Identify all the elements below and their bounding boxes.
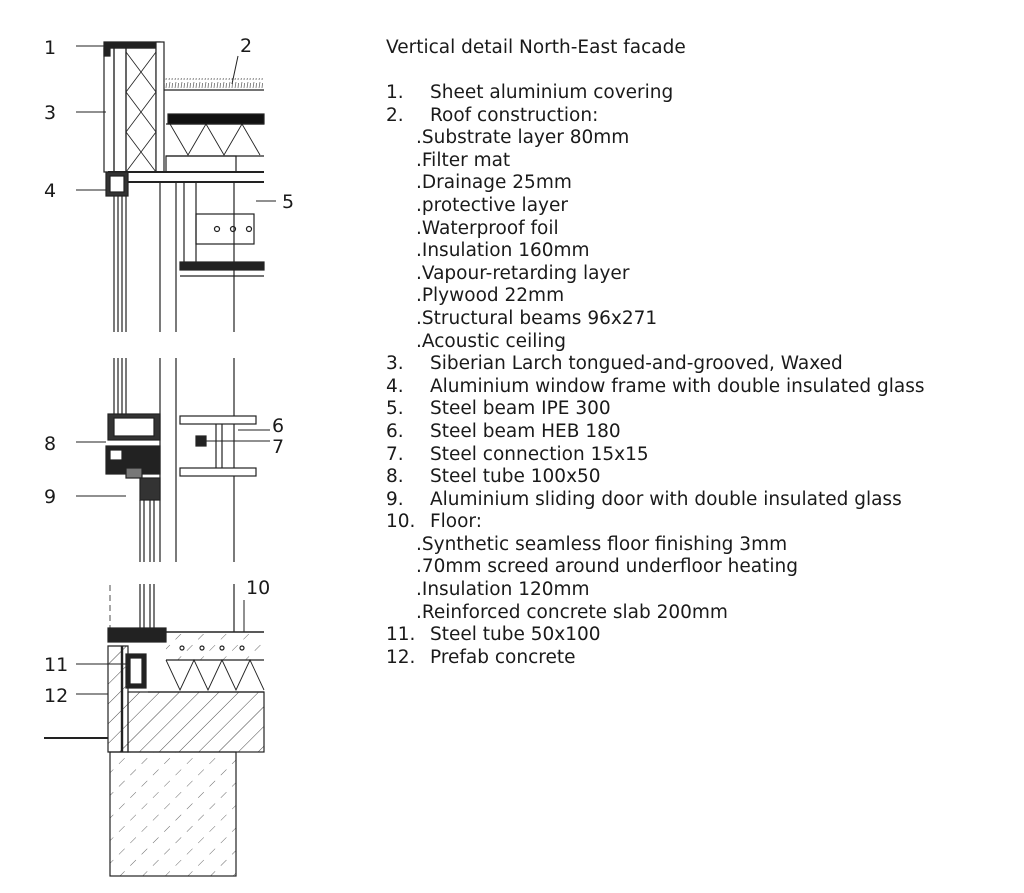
legend-number: 5. [386,398,404,420]
legend-number: 2. [386,104,404,126]
legend-subitem: .protective layer [416,194,568,216]
legend-number: 6. [386,420,404,442]
legend-subitem: .Vapour-retarding layer [416,262,630,284]
callout-2: 2 [240,35,252,57]
legend-subitem: .Drainage 25mm [416,172,572,194]
legend-number: 7. [386,443,404,465]
legend-subitem: .Filter mat [416,149,511,171]
legend-number: 1. [386,82,404,103]
callout-6: 6 [272,415,284,437]
callouts [76,45,276,695]
legend-subitem: .Insulation 160mm [416,240,590,262]
legend-item: 7. Steel connection 15x15 [386,444,1022,467]
legend-subitem: .Acoustic ceiling [416,330,566,352]
legend-item: 9. Aluminium sliding door with double ins… [386,489,1022,512]
legend-subitem: .Reinforced concrete slab 200mm [416,601,728,623]
legend-item: 6. Steel beam HEB 180 [386,421,1022,444]
callout-5: 5 [282,191,294,213]
legend-text: Prefab concrete [430,646,576,668]
legend-text: Steel beam HEB 180 [430,420,621,442]
legend-number: 12. [386,646,416,668]
legend-item: 3. Siberian Larch tongued-and-grooved, Wa… [386,353,1022,376]
callout-labels: 1 2 3 4 5 6 7 8 9 10 11 12 [44,35,294,707]
callout-10: 10 [246,577,270,599]
legend-item: 4. Aluminium window frame with double ins… [386,376,1022,399]
legend-item: 12. Prefab concrete [386,647,1022,670]
legend-text: Steel tube 100x50 [430,466,601,488]
legend-number: 11. [386,624,416,646]
legend-item: 2. Roof construction:.Substrate layer 80m… [386,105,1022,354]
legend-text: Sheet aluminium covering [430,82,674,103]
legend-text: Steel tube 50x100 [430,624,601,646]
legend-list: 1. Sheet aluminium covering 2. Roof constru… [386,82,1022,669]
legend: Vertical detail North-East facade 1. Shee… [386,36,1022,669]
legend-text: Aluminium window frame with double insul… [430,375,925,397]
legend-item: 5. Steel beam IPE 300 [386,398,1022,421]
legend-number: 9. [386,488,404,510]
bottom-section [44,584,265,877]
callout-8: 8 [44,433,56,455]
legend-text: Steel connection 15x15 [430,443,649,465]
callout-9: 9 [44,486,56,508]
callout-1: 1 [44,37,56,59]
legend-item: 11. Steel tube 50x100 [386,624,1022,647]
callout-11: 11 [44,654,68,676]
callout-3: 3 [44,102,56,124]
legend-item: 10. Floor:.Synthetic seamless floor finis… [386,511,1022,624]
callout-12: 12 [44,685,68,707]
legend-item: 8. Steel tube 100x50 [386,466,1022,489]
legend-text: Aluminium sliding door with double insul… [430,488,902,510]
legend-number: 10. [386,511,416,533]
legend-subitem: .Plywood 22mm [416,285,565,307]
section-drawing: 1 2 3 4 5 6 7 8 9 10 11 12 [44,35,294,877]
legend-text: Steel beam IPE 300 [430,398,611,420]
legend-subitem: .Structural beams 96x271 [416,307,658,329]
legend-subitem: .70mm screed around underfloor heating [416,556,798,578]
legend-text: Siberian Larch tongued-and-grooved, Waxe… [430,353,843,375]
legend-subitem: .Insulation 120mm [416,579,590,601]
legend-subitem: .Waterproof foil [416,217,559,239]
legend-number: 8. [386,466,404,488]
legend-item: 1. Sheet aluminium covering [386,82,1022,105]
callout-7: 7 [272,436,284,458]
top-section [103,41,265,332]
middle-section [105,358,257,562]
legend-text: Roof construction: [430,104,599,126]
legend-subitem: .Substrate layer 80mm [416,127,630,149]
legend-text: Floor: [430,511,482,533]
drawing-title: Vertical detail North-East facade [386,37,686,58]
legend-number: 3. [386,353,404,375]
callout-4: 4 [44,180,56,202]
legend-number: 4. [386,375,404,397]
legend-subitem: .Synthetic seamless floor finishing 3mm [416,533,788,555]
